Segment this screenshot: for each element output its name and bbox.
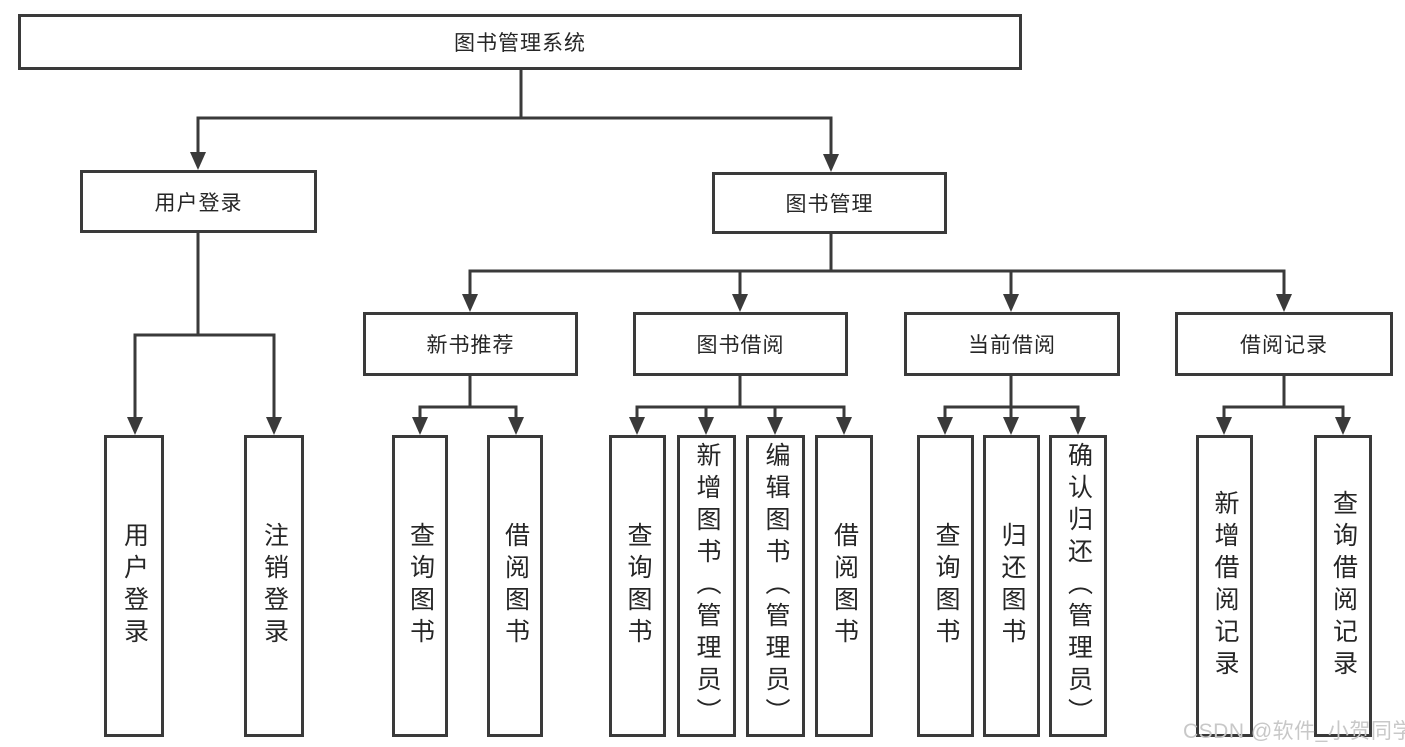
watermark: CSDN @软件_小贺同学	[1183, 720, 1405, 743]
leaf-label: 用户登录	[120, 522, 149, 650]
leaf-borrowing-edit-book-admin: 编辑图书（管理员）	[746, 435, 805, 737]
node-book-management: 图书管理	[712, 172, 947, 234]
leaf-label: 借阅图书	[501, 522, 530, 650]
leaf-label: 查询借阅记录	[1329, 490, 1358, 682]
node-label: 借阅记录	[1240, 334, 1328, 357]
node-new-book-recommendation: 新书推荐	[363, 312, 578, 376]
leaf-borrowing-add-book-admin: 新增图书（管理员）	[677, 435, 736, 737]
leaf-newrec-query-book: 查询图书	[392, 435, 448, 737]
leaf-current-return-book: 归还图书	[983, 435, 1040, 737]
leaf-label: 注销登录	[260, 522, 289, 650]
leaf-current-query-book: 查询图书	[917, 435, 974, 737]
leaf-label: 编辑图书（管理员）	[762, 442, 790, 730]
node-user-login: 用户登录	[80, 170, 317, 233]
node-library-management-system: 图书管理系统	[18, 14, 1022, 70]
leaf-label: 归还图书	[998, 522, 1026, 650]
leaf-current-confirm-return-admin: 确认归还（管理员）	[1049, 435, 1107, 737]
leaf-records-add-record: 新增借阅记录	[1196, 435, 1253, 737]
leaf-label: 借阅图书	[830, 522, 859, 650]
leaf-newrec-borrow-book: 借阅图书	[487, 435, 543, 737]
node-book-borrowing: 图书借阅	[633, 312, 848, 376]
node-label: 图书管理	[785, 193, 874, 216]
leaf-user-login: 用户登录	[104, 435, 164, 737]
node-borrowing-records: 借阅记录	[1175, 312, 1393, 376]
leaf-label: 查询图书	[932, 522, 960, 650]
leaf-label: 新增图书（管理员）	[693, 442, 721, 730]
leaf-label: 查询图书	[406, 522, 435, 650]
node-label: 当前借阅	[968, 334, 1056, 357]
leaf-borrowing-borrow-book: 借阅图书	[815, 435, 873, 737]
leaf-label: 查询图书	[624, 522, 652, 650]
leaf-logout-login: 注销登录	[244, 435, 304, 737]
node-current-borrowing: 当前借阅	[904, 312, 1120, 376]
leaf-label: 新增借阅记录	[1211, 490, 1239, 682]
node-label: 用户登录	[154, 191, 243, 215]
node-label: 图书管理系统	[454, 32, 586, 55]
node-label: 图书借阅	[696, 334, 785, 357]
leaf-label: 确认归还（管理员）	[1064, 442, 1093, 730]
leaf-borrowing-query-book: 查询图书	[609, 435, 666, 737]
leaf-records-query-record: 查询借阅记录	[1314, 435, 1372, 737]
node-label: 新书推荐	[426, 334, 515, 357]
